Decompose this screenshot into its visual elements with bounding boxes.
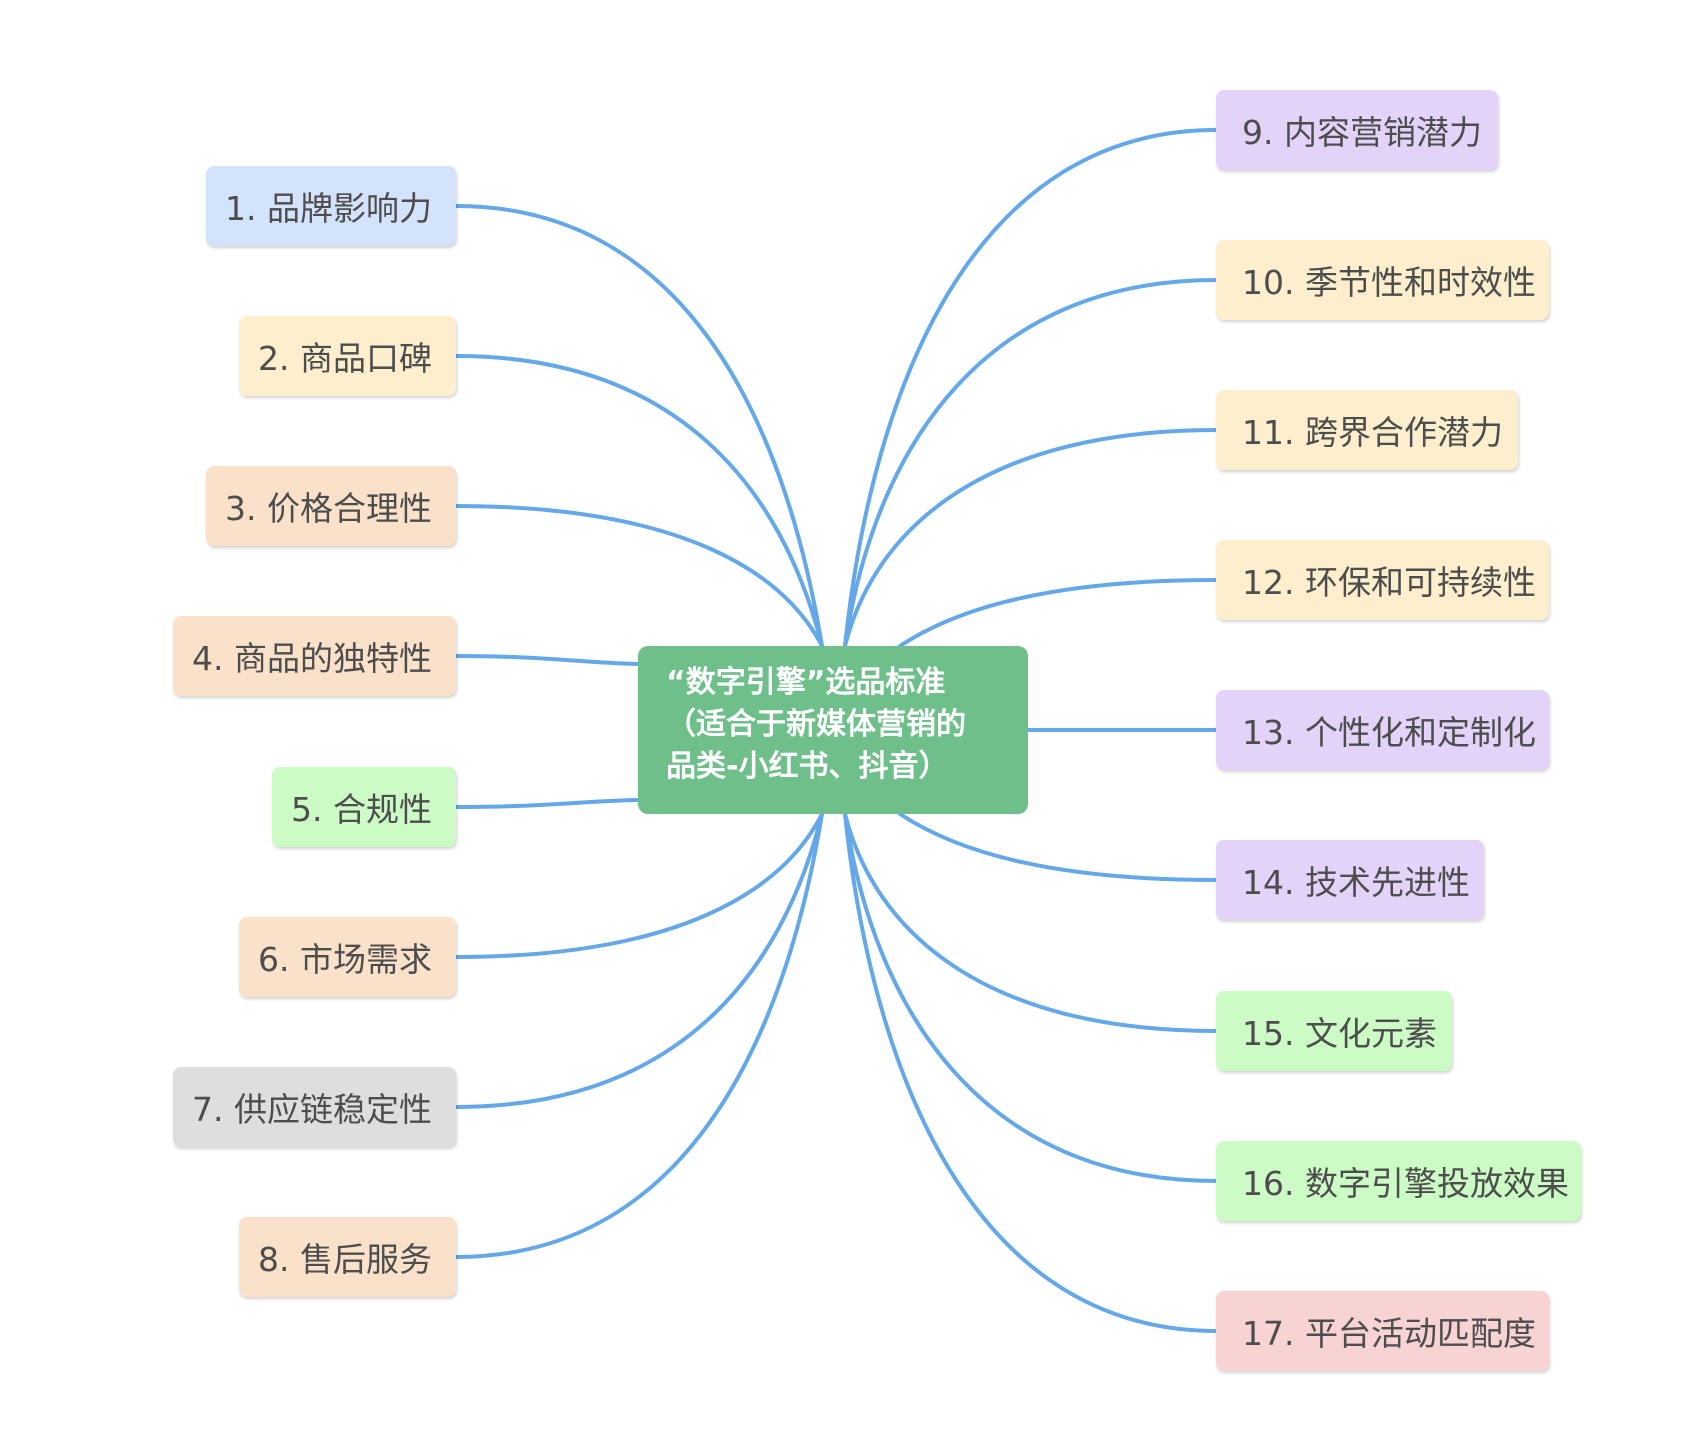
topic-tech-advancement[interactable]: 14. 技术先进性 <box>1216 840 1484 920</box>
connector-left-1 <box>454 204 824 648</box>
connector-right-16 <box>843 812 1218 1183</box>
connector-left-2 <box>454 354 824 648</box>
topic-brand-influence[interactable]: 1. 品牌影响力 <box>206 166 456 246</box>
topic-personalization-customization[interactable]: 13. 个性化和定制化 <box>1216 690 1549 770</box>
topic-after-sales-service[interactable]: 8. 售后服务 <box>239 1217 456 1297</box>
connector-left-3 <box>454 504 824 648</box>
topic-content-marketing-potential[interactable]: 9. 内容营销潜力 <box>1216 90 1498 170</box>
connector-left-5 <box>454 798 640 809</box>
connector-right-17 <box>843 812 1218 1333</box>
connector-right-9 <box>843 128 1218 648</box>
topic-product-uniqueness[interactable]: 4. 商品的独特性 <box>173 616 456 696</box>
topic-cultural-elements[interactable]: 15. 文化元素 <box>1216 991 1452 1071</box>
connector-right-11 <box>843 428 1218 648</box>
topic-supply-chain-stability[interactable]: 7. 供应链稳定性 <box>173 1067 456 1147</box>
topic-price-reasonableness[interactable]: 3. 价格合理性 <box>206 466 456 546</box>
topic-crossover-potential[interactable]: 11. 跨界合作潜力 <box>1216 390 1518 470</box>
central-topic[interactable]: “数字引擎”选品标准 （适合于新媒体营销的 品类-小红书、抖音） <box>638 646 1028 814</box>
topic-compliance[interactable]: 5. 合规性 <box>272 767 456 847</box>
connector-left-7 <box>454 812 824 1109</box>
connector-right-14 <box>898 812 1218 882</box>
connector-left-8 <box>454 812 824 1259</box>
topic-platform-event-fit[interactable]: 17. 平台活动匹配度 <box>1216 1291 1549 1371</box>
topic-product-reputation[interactable]: 2. 商品口碑 <box>239 316 456 396</box>
connector-right-12 <box>898 578 1218 648</box>
topic-seasonality-timeliness[interactable]: 10. 季节性和时效性 <box>1216 240 1549 320</box>
connector-left-6 <box>454 812 824 959</box>
topic-market-demand[interactable]: 6. 市场需求 <box>239 917 456 997</box>
connector-right-10 <box>843 278 1218 648</box>
topic-digital-engine-ad-effect[interactable]: 16. 数字引擎投放效果 <box>1216 1141 1581 1221</box>
connector-left-4 <box>454 654 640 666</box>
topic-eco-sustainability[interactable]: 12. 环保和可持续性 <box>1216 540 1549 620</box>
connector-right-15 <box>843 812 1218 1033</box>
